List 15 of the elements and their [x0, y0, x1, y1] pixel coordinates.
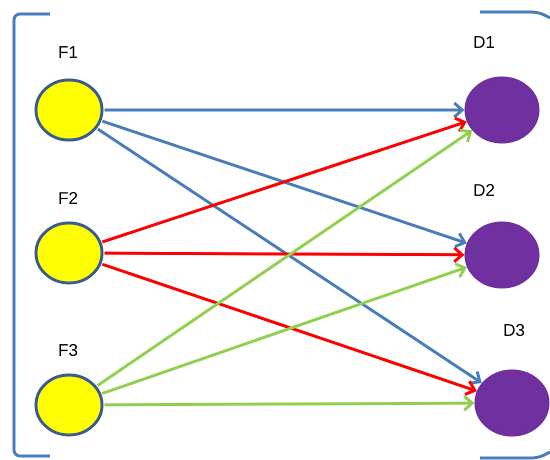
circle-node: D1: [464, 36, 540, 144]
circle-node: D3: [474, 324, 550, 436]
node-label: D2: [474, 184, 494, 196]
arrow: [104, 246, 464, 263]
arrow: [104, 395, 474, 412]
circle-node: F1: [34, 46, 104, 142]
circle-node: F2: [34, 192, 104, 284]
node-label: D1: [474, 36, 494, 48]
node-label: F3: [59, 344, 78, 356]
node-label: F1: [59, 46, 78, 58]
arrow: [104, 102, 464, 118]
node-label: F2: [59, 192, 78, 204]
circle-node: D2: [464, 184, 540, 288]
node-label: D3: [504, 324, 524, 336]
circle-node: F3: [34, 344, 104, 436]
